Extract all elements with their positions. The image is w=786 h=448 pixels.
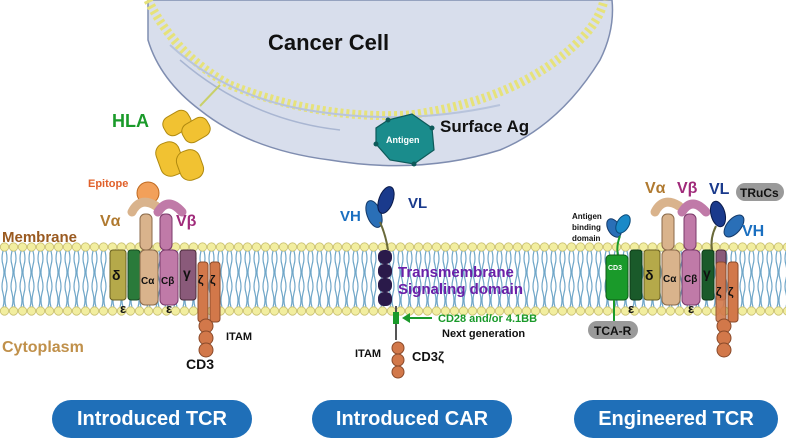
truCs-label: TRuCs [740, 186, 779, 200]
eng-zeta-label-2: ζ [728, 285, 734, 299]
panel-engineered-tcr: Engineered TCR [574, 400, 778, 438]
car-vh-label: VH [340, 208, 361, 225]
cancer-cell-label: Cancer Cell [268, 30, 389, 55]
introduced-tcr [109, 197, 221, 358]
cd28-41bb-label: CD28 and/or 4.1BB [438, 313, 537, 325]
cd3-zeta-label: CD3ζ [412, 349, 444, 364]
car-vl-label: VL [408, 195, 427, 212]
v-alpha-label: Vα [100, 213, 121, 230]
antigen-label: Antigen [386, 135, 420, 145]
eng-gamma-label: γ [703, 265, 711, 281]
c-alpha-label: Cα [141, 276, 155, 287]
introduced-car [365, 186, 432, 379]
epsilon-label-1: ε [120, 301, 126, 316]
surface-ag-label: Surface Ag [440, 117, 529, 136]
hla-molecule [155, 84, 221, 181]
zeta-label-1: ζ [198, 273, 204, 287]
cd3-label: CD3 [186, 356, 214, 372]
abd-label-3: domain [572, 234, 601, 243]
tca-r-label: TCA-R [594, 324, 632, 338]
delta-label: δ [112, 267, 121, 283]
zeta-label-2: ζ [210, 273, 216, 287]
cancer-cell [143, 0, 614, 167]
gamma-label: γ [183, 265, 191, 281]
panel-introduced-car: Introduced CAR [312, 400, 512, 438]
eng-epsilon-label-2: ε [688, 301, 694, 316]
eng-delta-label: δ [645, 267, 654, 283]
eng-zeta-label-1: ζ [716, 285, 722, 299]
v-beta-label: Vβ [176, 213, 197, 230]
eng-c-alpha-label: Cα [663, 274, 677, 285]
next-generation-label: Next generation [442, 328, 525, 340]
eng-epsilon-label-1: ε [628, 301, 634, 316]
c-beta-label: Cβ [161, 276, 174, 287]
eng-c-beta-label: Cβ [684, 274, 697, 285]
transmembrane-label: Transmembrane [398, 264, 514, 281]
abd-label-2: binding [572, 223, 601, 232]
surface-antigen [373, 113, 435, 167]
eng-vh-label: VH [742, 223, 764, 240]
eng-vl-label: VL [709, 181, 730, 198]
eng-v-beta-label: Vβ [677, 180, 698, 197]
itam-label-tcr: ITAM [226, 331, 252, 343]
membrane-label: Membrane [2, 229, 77, 246]
signaling-domain-label: Signaling domain [398, 281, 523, 298]
cytoplasm-label: Cytoplasm [2, 339, 84, 356]
itam-label-car: ITAM [355, 348, 381, 360]
epitope-label: Epitope [88, 178, 128, 190]
eng-cd3-small-label: CD3 [608, 265, 622, 272]
epsilon-label-2: ε [166, 301, 172, 316]
engineered-tcr [588, 183, 784, 358]
panel-introduced-tcr: Introduced TCR [52, 400, 252, 438]
abd-label-1: Antigen [572, 212, 602, 221]
eng-v-alpha-label: Vα [645, 180, 666, 197]
hla-label: HLA [112, 111, 149, 131]
